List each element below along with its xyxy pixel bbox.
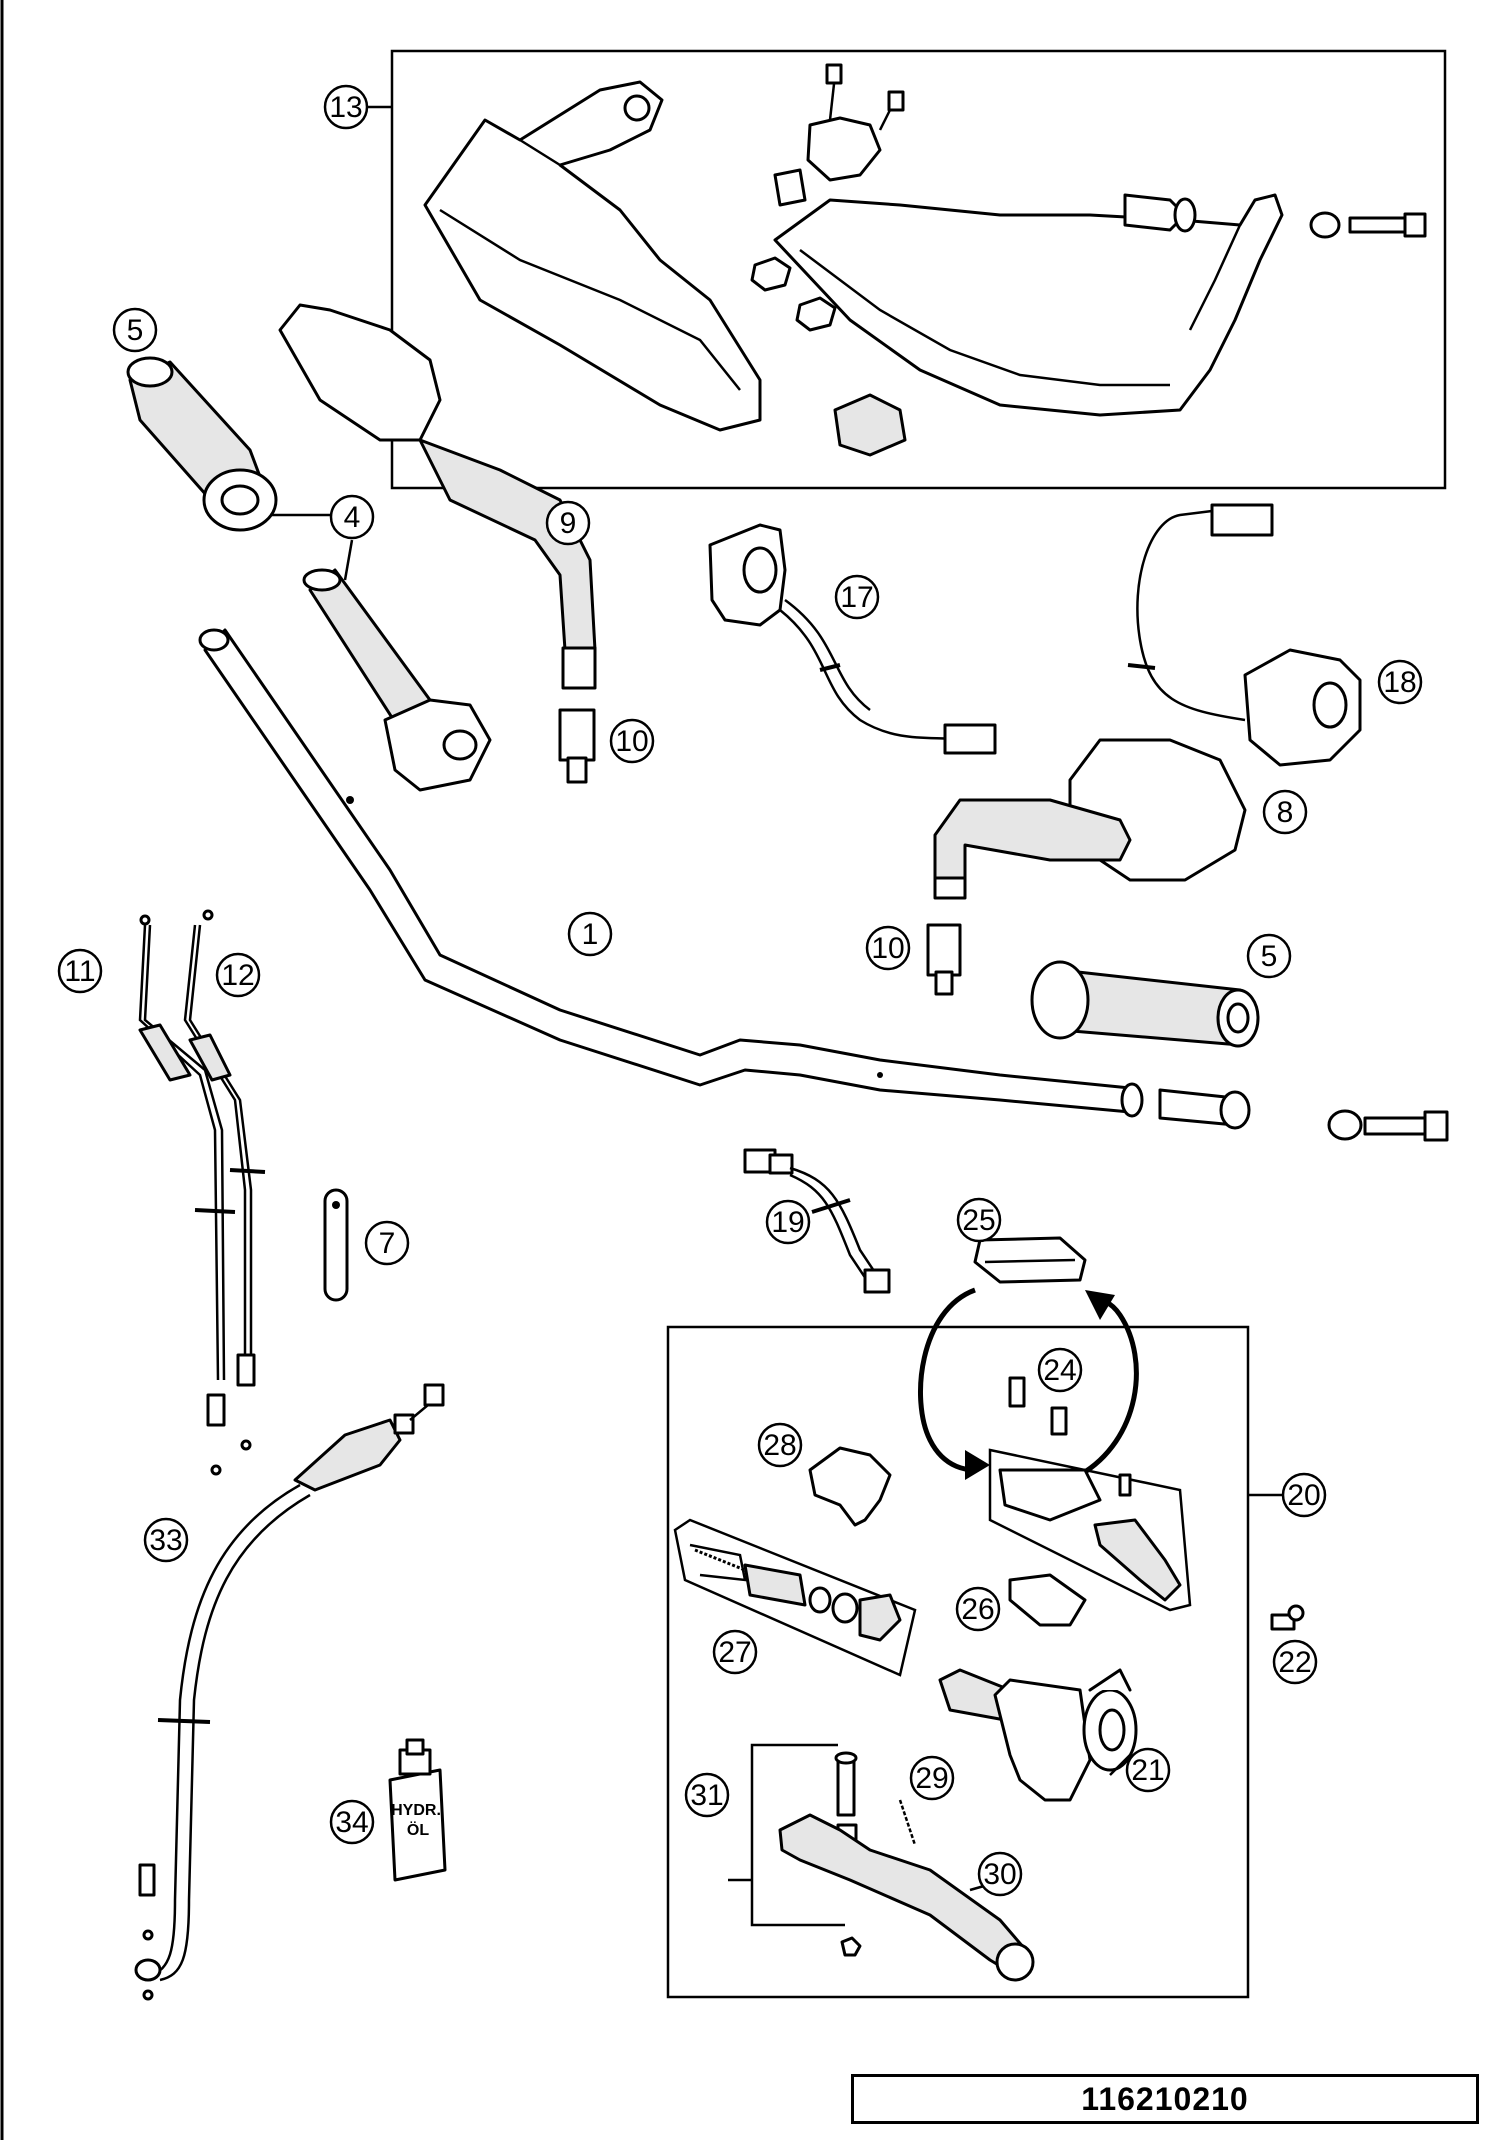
callout-11-number: 11	[64, 955, 95, 988]
hydraulic-oil-bottle-34: HYDR. ÖL	[388, 1738, 447, 1882]
left-switch	[708, 523, 997, 755]
bottle-label-line2: ÖL	[407, 1820, 429, 1839]
callout-13-number: 13	[329, 91, 362, 124]
callout-30-number: 30	[983, 1858, 1016, 1891]
callout-22: 22	[1272, 1639, 1318, 1685]
callout-24-number: 24	[1043, 1354, 1076, 1387]
callout-33: 33	[143, 1517, 189, 1563]
mirror-adapter-upper	[558, 708, 596, 784]
callout-21-number: 21	[1131, 1754, 1164, 1787]
callout-10-upper: 10	[609, 718, 655, 764]
reservoir-assembly	[988, 1448, 1192, 1612]
document-number: 116210210	[1081, 2080, 1249, 2117]
callout-5-right-number: 5	[1261, 940, 1278, 973]
bottle-label-line1: HYDR.	[391, 1802, 441, 1819]
callout-25: 25	[956, 1197, 1002, 1243]
document-number-box: 116210210	[851, 2074, 1479, 2124]
callout-27-number: 27	[718, 1636, 751, 1669]
callout-7: 7	[364, 1220, 410, 1266]
callout-9: 9	[545, 500, 591, 546]
reservoir-cover	[973, 1236, 1087, 1284]
callout-1-number: 1	[582, 918, 599, 951]
mirror-right	[933, 738, 1247, 900]
callout-21: 21	[1125, 1747, 1171, 1793]
handguard-right	[773, 193, 1284, 417]
callout-24: 24	[1037, 1347, 1083, 1393]
mirror-adapter-lower	[926, 923, 962, 996]
callout-19-number: 19	[771, 1206, 804, 1239]
handguard-clamp-hardware	[750, 63, 1427, 332]
callout-4-number: 4	[344, 501, 361, 534]
right-switch	[1127, 503, 1362, 767]
callout-22-number: 22	[1278, 1646, 1311, 1679]
brake-lever-30	[778, 1813, 1035, 1982]
callout-4: 4	[329, 494, 375, 540]
callout-20: 20	[1281, 1472, 1327, 1518]
hydraulic-hose-33	[134, 1383, 445, 2001]
callout-18-number: 18	[1383, 666, 1416, 699]
piston-kit-27	[673, 1518, 917, 1677]
callout-26: 26	[955, 1586, 1001, 1632]
callout-31: 31	[684, 1772, 730, 1818]
callout-26-number: 26	[961, 1593, 994, 1626]
gasket-26	[1008, 1573, 1087, 1627]
callout-18: 18	[1377, 659, 1423, 705]
callout-8: 8	[1262, 789, 1308, 835]
callout-5-left-number: 5	[127, 314, 144, 347]
assembly-arrows	[918, 1287, 1139, 1480]
callout-30: 30	[977, 1851, 1023, 1897]
callout-19: 19	[765, 1199, 811, 1245]
mirror-left	[278, 303, 597, 690]
callout-20-number: 20	[1287, 1479, 1320, 1512]
clamp-28	[808, 1446, 892, 1527]
bar-end-hardware	[1158, 1088, 1449, 1142]
brake-master-cylinder-box	[666, 1325, 1250, 1999]
callout-12-number: 12	[221, 959, 254, 992]
callout-11: 11	[57, 948, 103, 994]
callout-34-number: 34	[335, 1806, 368, 1839]
callout-13: 13	[323, 84, 369, 130]
bolt-22	[1270, 1604, 1305, 1631]
grip-right	[1030, 960, 1260, 1048]
callout-29-number: 29	[915, 1762, 948, 1795]
callout-10-upper-number: 10	[615, 725, 648, 758]
cable-guide-plate	[323, 1188, 349, 1302]
brake-light-switch-cable	[743, 1148, 891, 1294]
throttle-cables	[138, 909, 266, 1476]
handguard-kit-box	[390, 49, 1447, 490]
callout-27: 27	[712, 1629, 758, 1675]
callout-34: 34	[329, 1799, 375, 1845]
grip-left	[126, 356, 278, 532]
callout-28: 28	[757, 1422, 803, 1468]
spring-29	[898, 1799, 917, 1846]
handguard-left	[423, 80, 907, 457]
callout-17: 17	[834, 574, 880, 620]
callout-5-left: 5	[112, 307, 158, 353]
throttle-tube	[302, 568, 492, 792]
callout-12: 12	[215, 952, 261, 998]
callout-28-number: 28	[763, 1429, 796, 1462]
callout-17-number: 17	[840, 581, 873, 614]
callout-31-number: 31	[690, 1779, 723, 1812]
handlebar	[198, 628, 1144, 1118]
cover-screws	[1008, 1376, 1068, 1436]
master-cylinder-21	[938, 1668, 1138, 1802]
callout-33-number: 33	[149, 1524, 182, 1557]
callout-1: 1	[567, 911, 613, 957]
callout-29: 29	[909, 1755, 955, 1801]
callout-5-right: 5	[1246, 933, 1292, 979]
callout-7-number: 7	[379, 1227, 396, 1260]
callout-10-lower-number: 10	[871, 932, 904, 965]
callout-9-number: 9	[560, 507, 577, 540]
callout-25-number: 25	[962, 1204, 995, 1237]
callout-8-number: 8	[1277, 796, 1294, 829]
callout-10-lower: 10	[865, 925, 911, 971]
